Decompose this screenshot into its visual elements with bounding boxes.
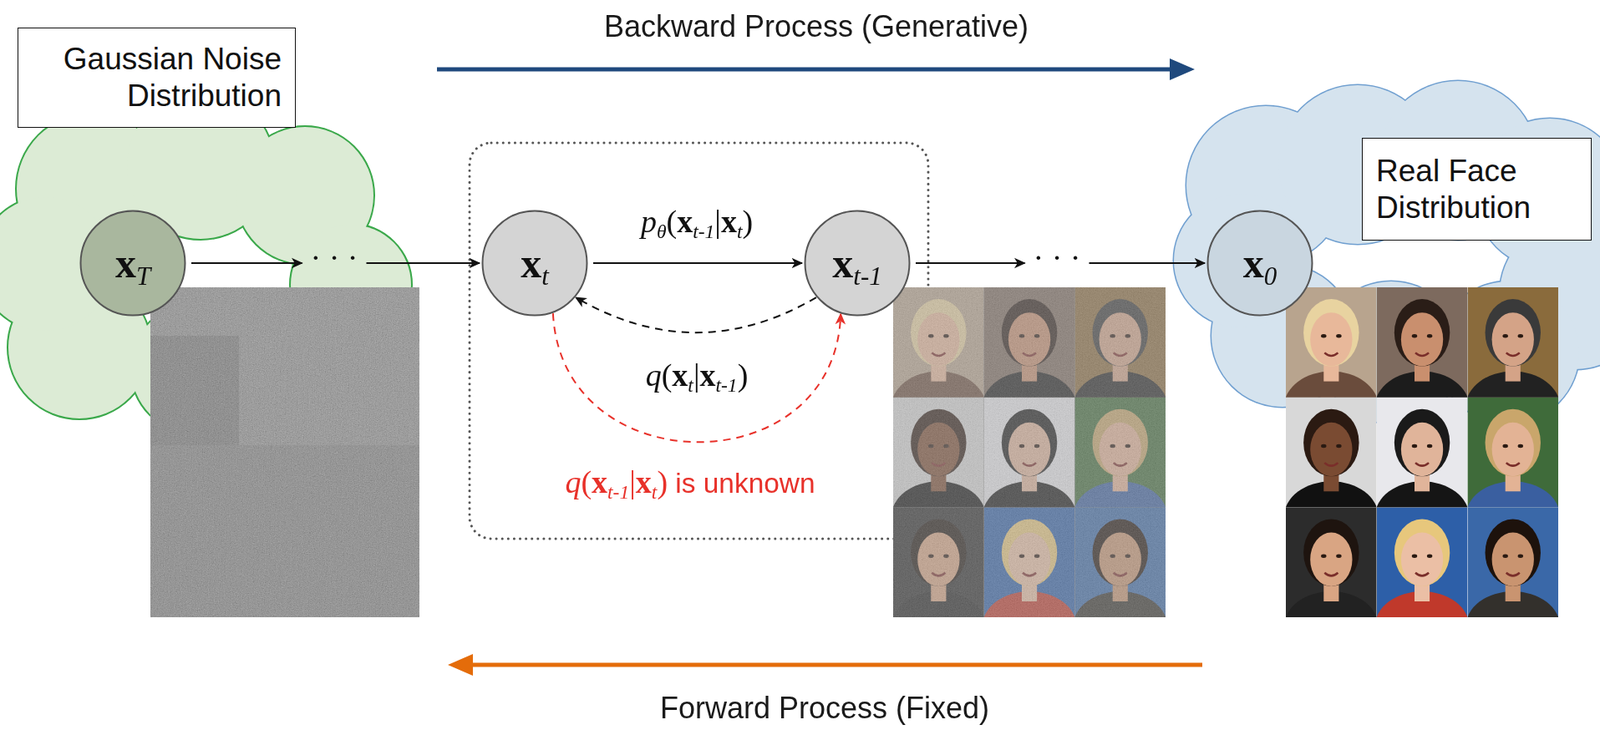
state-label: xt-1 [832,242,882,285]
dotted-region [469,142,929,539]
faces-image [1284,287,1560,662]
noise-image [150,287,420,618]
edge-label: pθ(xt-1|xt) [640,203,753,241]
reverse-step-arrow [593,263,803,265]
unknown-posterior-arrow [553,313,841,442]
edge-label: · · · [1033,239,1082,277]
state-label: xT [115,242,151,285]
connector-line [553,313,841,442]
connector-line [365,262,480,265]
state-circle: xt-1 [803,209,911,317]
backward-arrow [436,58,1195,81]
noisy-faces-image [891,287,1168,662]
label-box: Gaussian Noise Distribution [17,27,296,128]
state-circle: xT [79,209,187,317]
connector-line [915,262,1026,265]
edge-label: q(xt-1|xt) is unknown [564,464,815,502]
process-label: Forward Process (Fixed) [660,690,990,726]
state-label: xt [520,242,549,285]
forward-arrow [447,654,1203,676]
box-label: Real Face Distribution [1376,152,1578,226]
state-circle: x0 [1206,209,1314,317]
connector-line [593,262,803,265]
box-label: Gaussian Noise Distribution [31,40,282,114]
state-circle: xt [481,209,589,317]
connector-line [575,297,817,333]
state-label: x0 [1243,242,1278,285]
edge-label: q(xt|xt-1) [645,357,749,395]
process-label: Backward Process (Generative) [604,9,1029,44]
label-box: Real Face Distribution [1361,137,1592,241]
connector-line [1088,262,1205,265]
forward-step-arrow [575,297,817,333]
edge-label: · · · [310,239,359,277]
connector-line [191,262,303,265]
